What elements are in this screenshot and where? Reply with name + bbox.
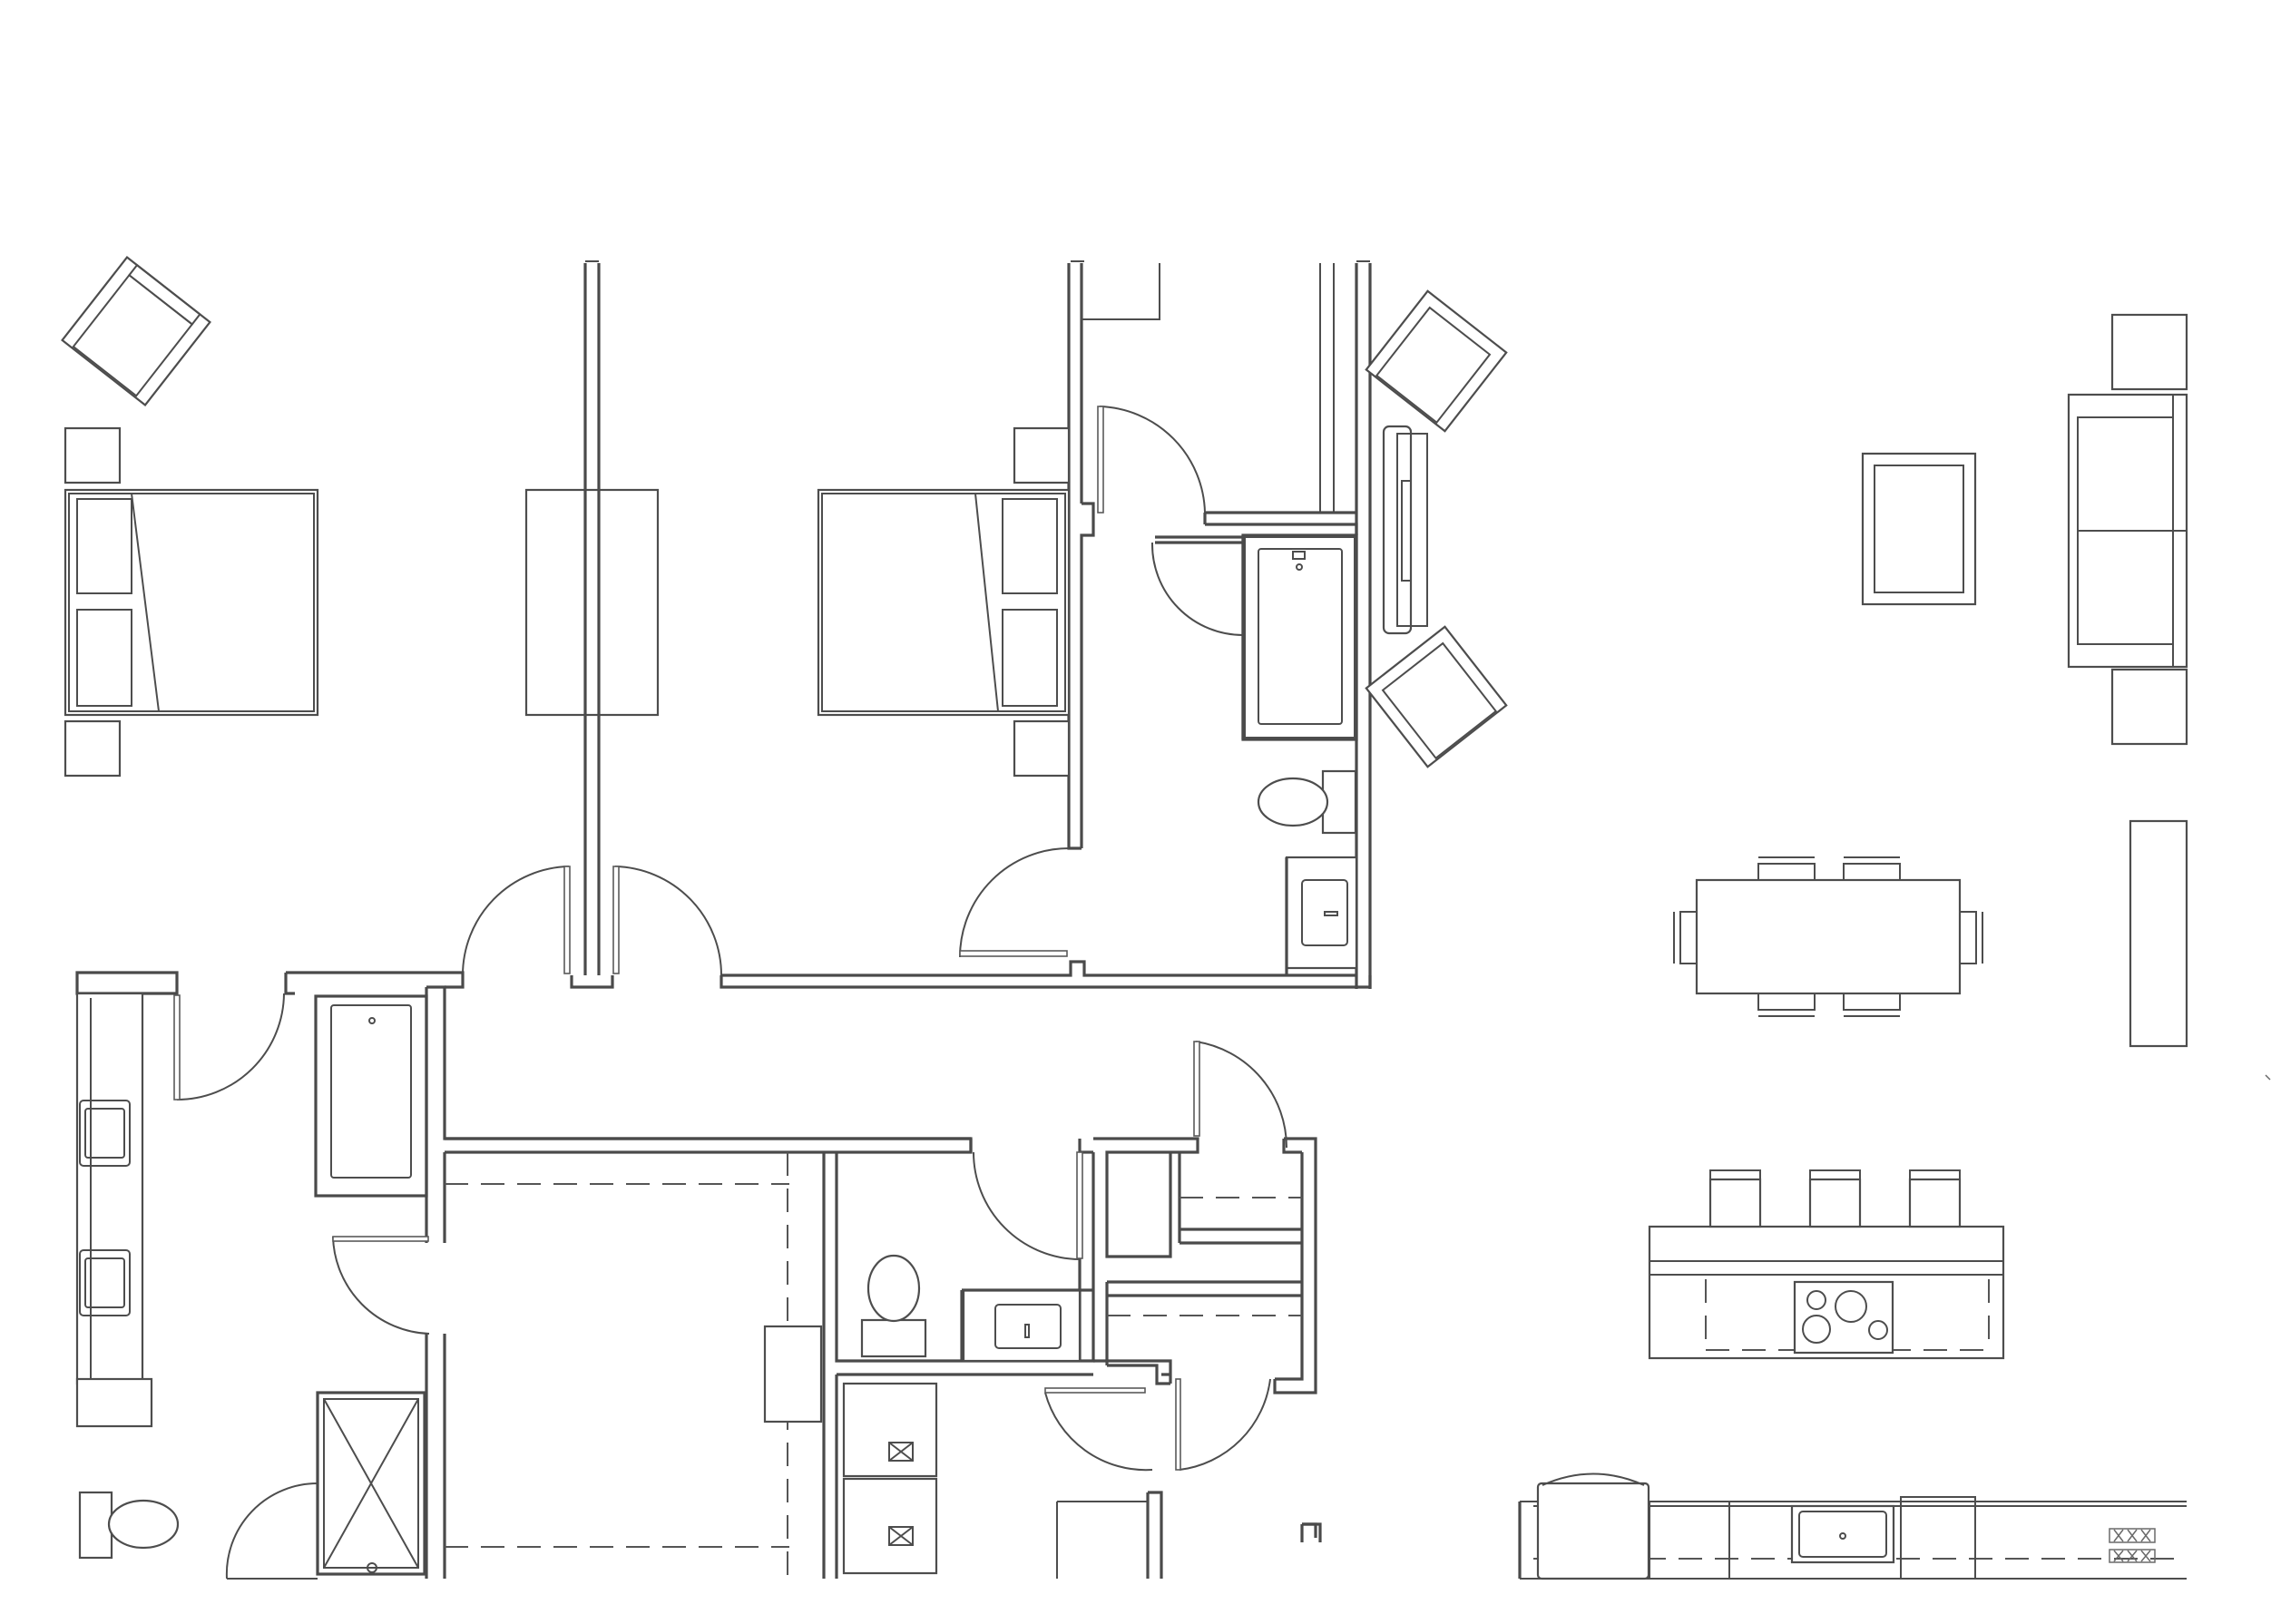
rug-icon xyxy=(1861,452,1977,606)
cooktop-icon xyxy=(1793,1280,1894,1355)
sink-icon xyxy=(1285,856,1358,970)
toilet-icon xyxy=(78,1491,180,1560)
nightstand-icon xyxy=(1013,719,1071,778)
side-table-icon xyxy=(2110,668,2188,746)
closet-doors xyxy=(1044,1041,1288,1472)
toilet-icon xyxy=(860,1254,927,1358)
dining-table-icon xyxy=(1673,856,1983,1017)
walk-in-closet xyxy=(445,1152,823,1579)
sofa-icon xyxy=(2067,393,2188,669)
upper-bath xyxy=(1155,533,1358,975)
armchair-icon xyxy=(1365,289,1508,433)
lower-bath xyxy=(75,992,430,1580)
sink-icon xyxy=(962,1288,1082,1363)
armchair-icon xyxy=(1365,625,1508,768)
small-marks xyxy=(1302,1074,2271,1542)
washer-icon xyxy=(842,1382,938,1478)
dresser-icon xyxy=(524,488,660,717)
kitchen-counter-icon xyxy=(1518,1472,2187,1580)
upper-doors xyxy=(462,406,1244,976)
shower-icon xyxy=(316,1391,426,1576)
laundry xyxy=(842,1382,1149,1579)
armchair-icon xyxy=(61,256,211,406)
kitchen-island-icon xyxy=(1648,1169,2005,1360)
upper-walls xyxy=(570,260,1372,989)
nightstand-icon xyxy=(64,426,122,484)
lower-walls xyxy=(75,971,1317,1579)
bed-left-icon xyxy=(64,488,319,717)
fireplace-icon xyxy=(1382,425,1428,635)
sink-icon xyxy=(79,1100,131,1167)
nightstand-icon xyxy=(64,719,122,778)
powder-room xyxy=(860,1151,1093,1363)
dryer-icon xyxy=(842,1477,938,1575)
nightstand-icon xyxy=(1013,426,1071,484)
toilet-icon xyxy=(1257,769,1357,835)
sink-icon xyxy=(79,1249,131,1316)
side-table-icon xyxy=(2110,313,2188,391)
console-table-icon xyxy=(2129,819,2188,1048)
bed-right-icon xyxy=(817,488,1071,717)
sink-icon xyxy=(1790,1504,1895,1564)
